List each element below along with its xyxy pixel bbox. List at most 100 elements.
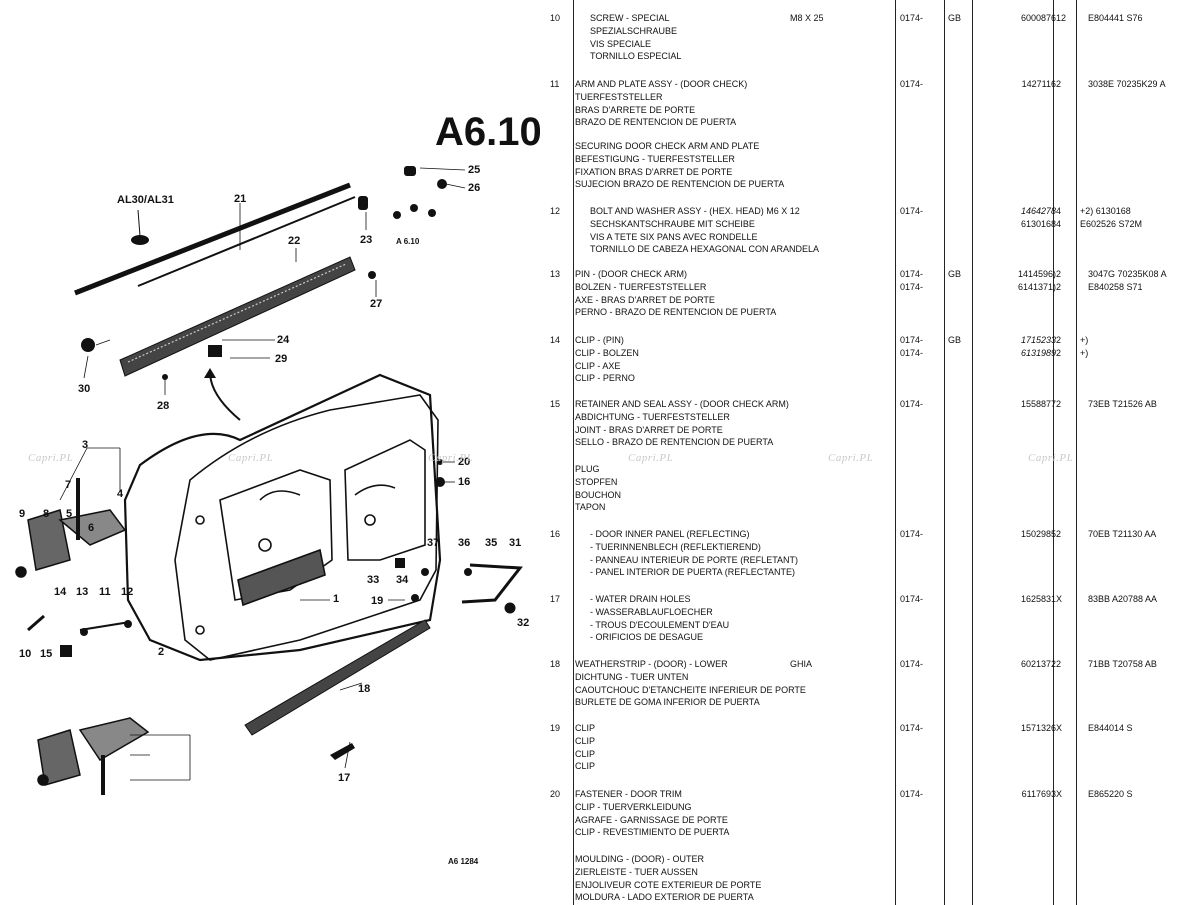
part-version: 0174- bbox=[900, 529, 924, 539]
part-quantity: X bbox=[1056, 723, 1063, 733]
item-number: 13 bbox=[550, 269, 561, 279]
svg-text:21: 21 bbox=[234, 193, 246, 205]
part-quantity: 2 bbox=[1056, 79, 1062, 89]
svg-text:17: 17 bbox=[338, 772, 350, 784]
part-reference: 83BB A20788 AA bbox=[1088, 594, 1158, 604]
leader-lines bbox=[59, 167, 466, 781]
svg-text:5: 5 bbox=[66, 508, 72, 520]
item-number: 18 bbox=[550, 659, 561, 669]
svg-text:11: 11 bbox=[99, 586, 111, 598]
svg-text:9: 9 bbox=[19, 508, 25, 520]
part-reference: E844014 S bbox=[1088, 723, 1133, 733]
part-version: 0174- bbox=[900, 594, 924, 604]
part-description: BOLT AND WASHER ASSY - (HEX. HEAD) M6 X … bbox=[590, 206, 820, 255]
svg-text:27: 27 bbox=[370, 298, 382, 310]
part-reference: 73EB T21526 AB bbox=[1088, 399, 1157, 409]
part-number: 6117693 bbox=[1021, 789, 1056, 799]
watermark: Capri.PL bbox=[1028, 452, 1074, 464]
part-spec: GHIA bbox=[790, 659, 813, 669]
part-version: 0174- bbox=[900, 399, 924, 409]
svg-text:33: 33 bbox=[367, 574, 379, 586]
moulding-strip bbox=[74, 182, 356, 296]
diagram-title: A6.10 bbox=[435, 110, 540, 154]
svg-text:23: 23 bbox=[360, 234, 372, 246]
part-reference: 70EB T21130 AA bbox=[1088, 529, 1157, 539]
part-market: GB bbox=[948, 269, 962, 279]
watermark: Capri.PL bbox=[228, 452, 274, 464]
part-number: 1558877 bbox=[1020, 399, 1056, 409]
part-reference: +)+) bbox=[1080, 335, 1089, 358]
inner-strip bbox=[119, 256, 356, 377]
bolt-10 bbox=[27, 614, 45, 632]
part-version: 0174- bbox=[900, 13, 924, 23]
part-spec: M8 X 25 bbox=[790, 13, 824, 23]
watermark: Capri.PL bbox=[628, 452, 674, 464]
svg-text:1: 1 bbox=[333, 593, 339, 605]
part-version: 0174- bbox=[900, 79, 924, 89]
svg-text:3: 3 bbox=[82, 439, 88, 451]
item-number: 16 bbox=[550, 529, 561, 539]
part-version: 0174- bbox=[900, 723, 924, 733]
svg-text:31: 31 bbox=[509, 537, 521, 549]
part-number: 1502985 bbox=[1020, 529, 1056, 539]
svg-text:35: 35 bbox=[485, 537, 497, 549]
part-quantity: 2 bbox=[1056, 399, 1062, 409]
part-number: 1427116 bbox=[1021, 79, 1056, 89]
svg-text:18: 18 bbox=[358, 683, 370, 695]
small-fasteners bbox=[81, 271, 472, 602]
svg-text:28: 28 bbox=[157, 400, 169, 412]
door-seal bbox=[123, 373, 442, 662]
bracket-15 bbox=[60, 645, 72, 657]
part-version: 0174-0174- bbox=[900, 335, 924, 358]
svg-text:36: 36 bbox=[458, 537, 470, 549]
svg-text:34: 34 bbox=[396, 574, 409, 586]
part-version: 0174- bbox=[900, 659, 924, 669]
clips-a610 bbox=[393, 204, 436, 219]
item-number: 15 bbox=[550, 399, 561, 409]
svg-text:22: 22 bbox=[288, 235, 300, 247]
exploded-door-diagram: A6.10 AL30/AL31 A 6.10 bbox=[15, 110, 540, 866]
part-reference: 3038E 70235K29 A bbox=[1088, 79, 1166, 89]
svg-text:12: 12 bbox=[121, 586, 133, 598]
item-number: 14 bbox=[550, 335, 561, 345]
svg-text:7: 7 bbox=[65, 479, 71, 491]
svg-text:37: 37 bbox=[427, 537, 439, 549]
part-description: ARM AND PLATE ASSY - (DOOR CHECK)TUERFES… bbox=[575, 79, 748, 128]
svg-text:32: 32 bbox=[517, 617, 529, 629]
part-version: 0174- bbox=[900, 789, 924, 799]
item-number: 12 bbox=[550, 206, 561, 216]
part-description: PIN - (DOOR CHECK ARM)BOLZEN - TUERFESTS… bbox=[575, 269, 777, 318]
svg-text:13: 13 bbox=[76, 586, 88, 598]
part-quantity: 2 bbox=[1056, 659, 1062, 669]
svg-text:8: 8 bbox=[43, 508, 49, 520]
door-inner-panel bbox=[174, 394, 439, 661]
door-check-parts bbox=[79, 620, 132, 636]
part-quantity: 2 bbox=[1056, 529, 1062, 539]
item-number: 10 bbox=[550, 13, 561, 23]
callout-al30: AL30/AL31 bbox=[117, 194, 174, 206]
clip-17 bbox=[330, 743, 355, 760]
svg-text:10: 10 bbox=[19, 648, 31, 660]
watermark: Capri.PL bbox=[28, 452, 74, 464]
assembly-arrow bbox=[209, 371, 241, 421]
svg-text:14: 14 bbox=[54, 586, 67, 598]
part-reference: E804441 S76 bbox=[1088, 13, 1143, 23]
svg-text:20: 20 bbox=[458, 456, 470, 468]
part-labels: 1 2 3 4 5 6 7 8 9 10 11 12 13 14 15 16 1… bbox=[19, 164, 529, 784]
door-check-arm bbox=[461, 563, 523, 614]
part-description: - DOOR INNER PANEL (REFLECTING)- TUERINN… bbox=[590, 529, 799, 578]
lower-hinge bbox=[37, 717, 150, 795]
tape-roll-icon bbox=[131, 209, 149, 245]
